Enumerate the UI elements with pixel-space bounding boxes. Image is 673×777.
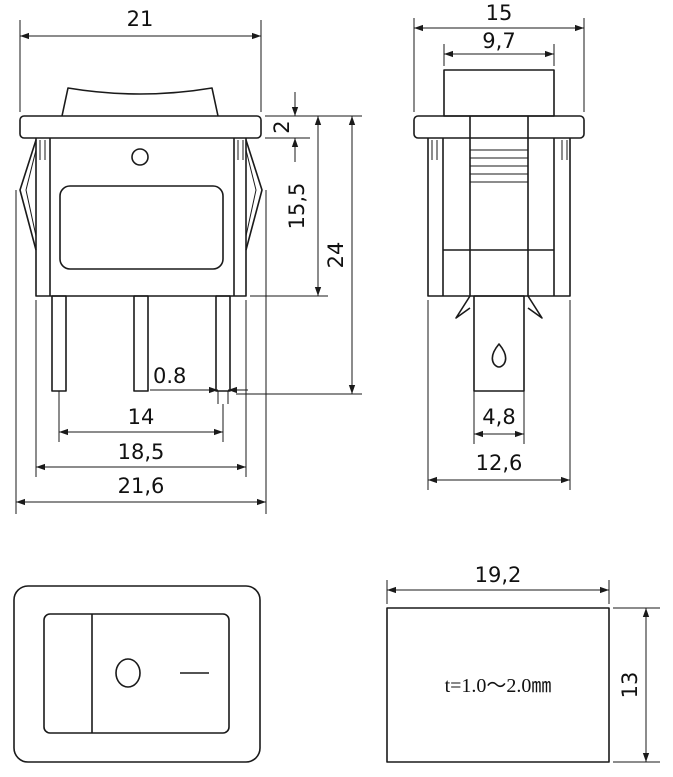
dim-terminal-width: 4,8 <box>482 405 515 429</box>
front-view: 21 2 15,5 24 0.8 14 18,5 <box>15 7 362 514</box>
dim-cutout-height: 13 <box>618 672 642 699</box>
dim-pin-span-mid: 18,5 <box>118 440 165 464</box>
dim-front-width: 21 <box>127 7 154 31</box>
rocker <box>61 87 219 117</box>
dim-front-bottom-width: 21,6 <box>118 474 165 498</box>
pin-left <box>51 295 67 392</box>
dim-body-height: 15,5 <box>285 183 309 230</box>
side-flange <box>413 115 585 139</box>
barb-left <box>455 295 471 319</box>
dim-total-height: 24 <box>324 242 348 269</box>
pin-middle <box>133 295 149 392</box>
side-rocker <box>443 69 555 117</box>
dim-side-width: 15 <box>486 1 513 25</box>
off-symbol <box>115 658 141 688</box>
side-body <box>427 138 571 297</box>
right-clip <box>245 139 263 251</box>
face-rocker <box>43 613 230 734</box>
cutout-view: t=1.0～2.0㎜ 19,2 13 <box>386 563 660 763</box>
dim-rocker-width: 9,7 <box>482 29 515 53</box>
cutout-rect <box>386 607 610 763</box>
side-view: 15 9,7 4,8 12,6 <box>413 1 585 490</box>
side-terminal <box>473 295 525 392</box>
dim-step-height: 2 <box>270 120 294 133</box>
thickness-note: t=1.0～2.0㎜ <box>445 675 552 697</box>
dim-side-bottom-width: 12,6 <box>476 451 523 475</box>
dim-pin-width: 0.8 <box>153 364 186 388</box>
dim-pin-span-inner: 14 <box>128 405 155 429</box>
face-outer <box>13 585 261 763</box>
face-view <box>13 585 261 763</box>
terminal-hole <box>491 343 507 368</box>
indicator-hole <box>131 148 149 166</box>
left-clip <box>19 139 37 251</box>
pin-right <box>215 295 231 392</box>
barb-right <box>527 295 543 319</box>
window <box>59 185 224 270</box>
dim-cutout-width: 19,2 <box>475 563 522 587</box>
bezel-flange <box>19 115 262 139</box>
front-body <box>35 138 247 297</box>
